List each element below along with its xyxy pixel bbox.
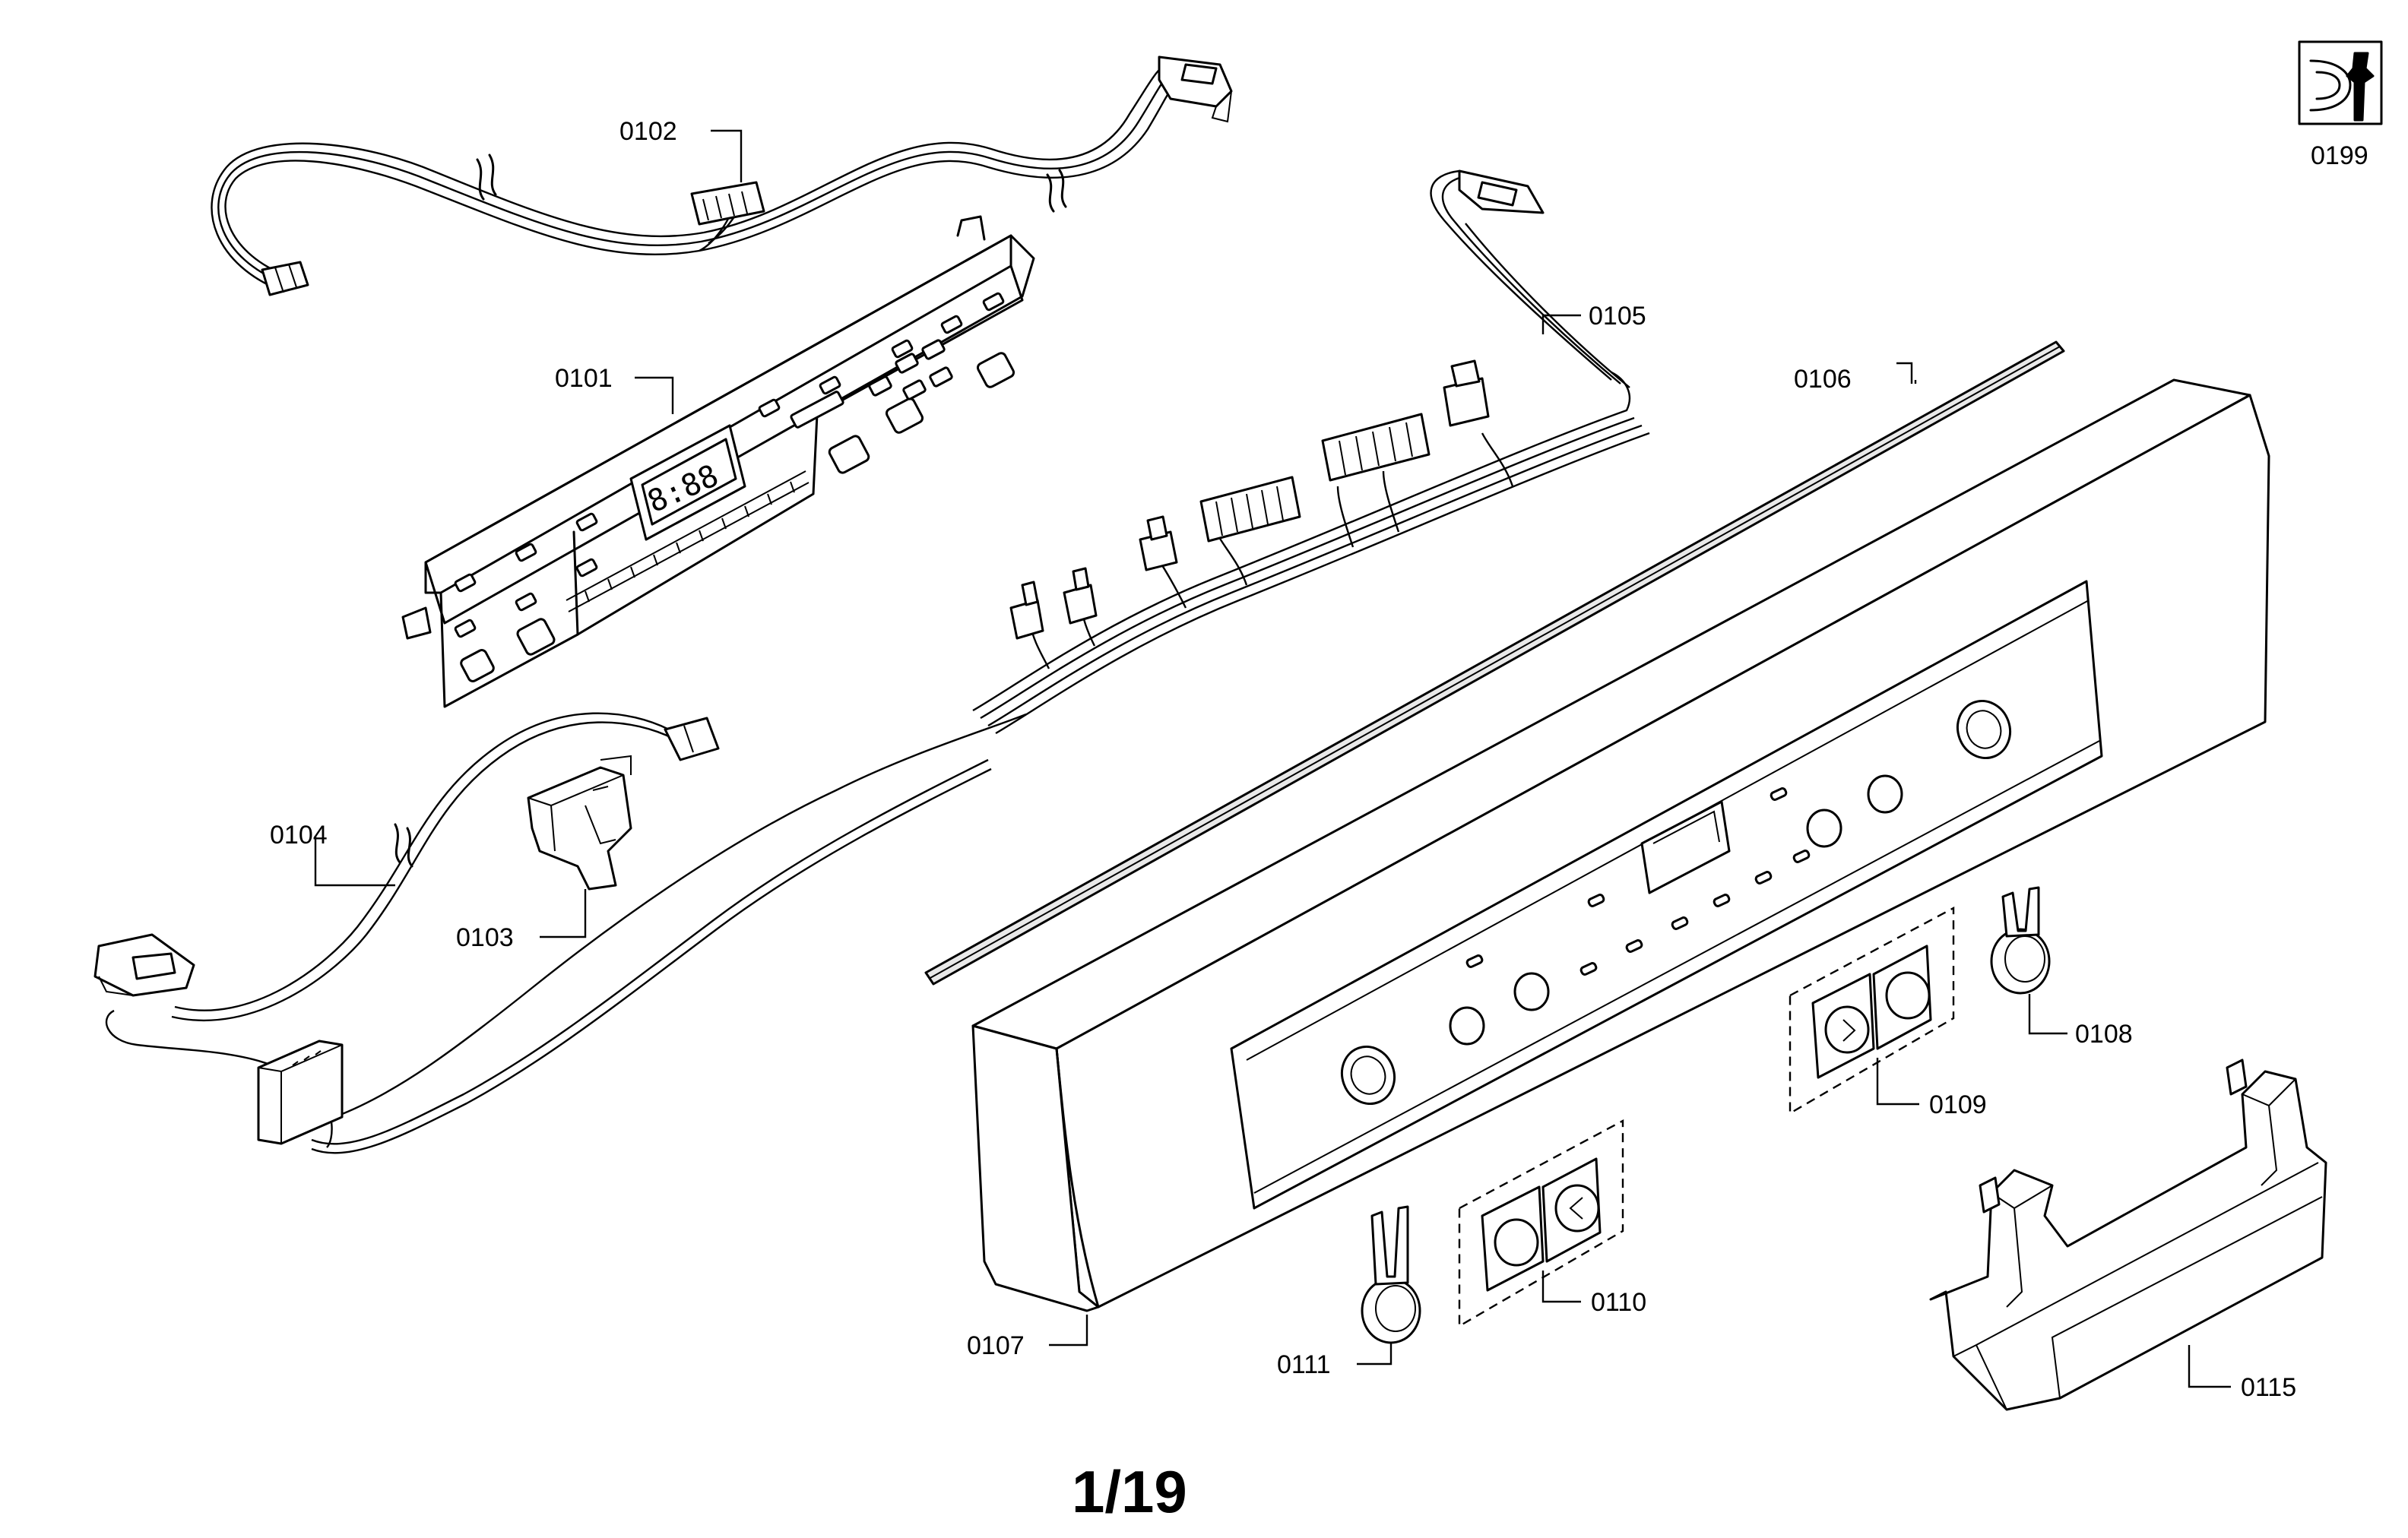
wire-harness-0104: 0104 [93, 712, 1027, 1154]
label-0102: 0102 [619, 117, 677, 146]
harness-plug-top-right [1158, 55, 1233, 123]
page-number: 1/19 [1072, 1458, 1187, 1525]
loom-connector-6 [1443, 359, 1490, 427]
loom-connector-top [1458, 169, 1545, 214]
seal-strip-0106: 0106 [924, 340, 2065, 986]
label-0103: 0103 [456, 923, 514, 952]
harness-0104-block [257, 1040, 344, 1145]
panel-openings [1341, 699, 2011, 1106]
control-board-0101: 8:88 [401, 215, 1035, 708]
board-buttons [454, 292, 1015, 682]
harness-0104-plug-left [93, 933, 195, 997]
label-0115: 0115 [2241, 1373, 2296, 1402]
label-0107: 0107 [967, 1331, 1025, 1360]
cable-loom-0105: 0105 [972, 169, 1650, 735]
harness-0104-plug-top [664, 717, 720, 761]
label-0104: 0104 [270, 821, 328, 850]
panel-indicator-slots [1465, 787, 1811, 976]
loom-connector-5 [1321, 413, 1431, 482]
sensor-0103: 0103 [456, 755, 632, 952]
knob-0111: 0111 [1277, 1205, 1421, 1379]
label-0109: 0109 [1929, 1090, 1987, 1119]
harness-plug-left [261, 261, 309, 296]
board-display: 8:88 [629, 424, 746, 541]
board-key-row [566, 470, 810, 612]
loom-connector-3 [1139, 515, 1178, 571]
wire-harness-0102: 0102 [211, 55, 1233, 296]
label-0199: 0199 [2311, 141, 2368, 170]
panel-display-window [1640, 800, 1731, 894]
service-tool-icon: 0199 [2298, 40, 2383, 170]
button-set-0110: 0110 [1458, 1119, 1646, 1328]
label-0105: 0105 [1589, 302, 1646, 331]
loom-connector-1 [1009, 581, 1044, 640]
control-panel-0107: 0107 [967, 378, 2270, 1360]
label-0106: 0106 [1794, 365, 1852, 394]
harness-connector-middle [690, 181, 765, 226]
loom-connector-2 [1063, 567, 1098, 625]
label-0108: 0108 [2075, 1020, 2133, 1049]
knob-0108: 0108 [1990, 886, 2133, 1049]
bracket-0115: 0115 [1929, 1059, 2327, 1411]
label-0110: 0110 [1591, 1288, 1646, 1317]
label-0111: 0111 [1277, 1350, 1331, 1379]
button-set-0109: 0109 [1789, 906, 1987, 1119]
loom-connector-4 [1199, 476, 1301, 543]
label-0101: 0101 [555, 364, 613, 393]
